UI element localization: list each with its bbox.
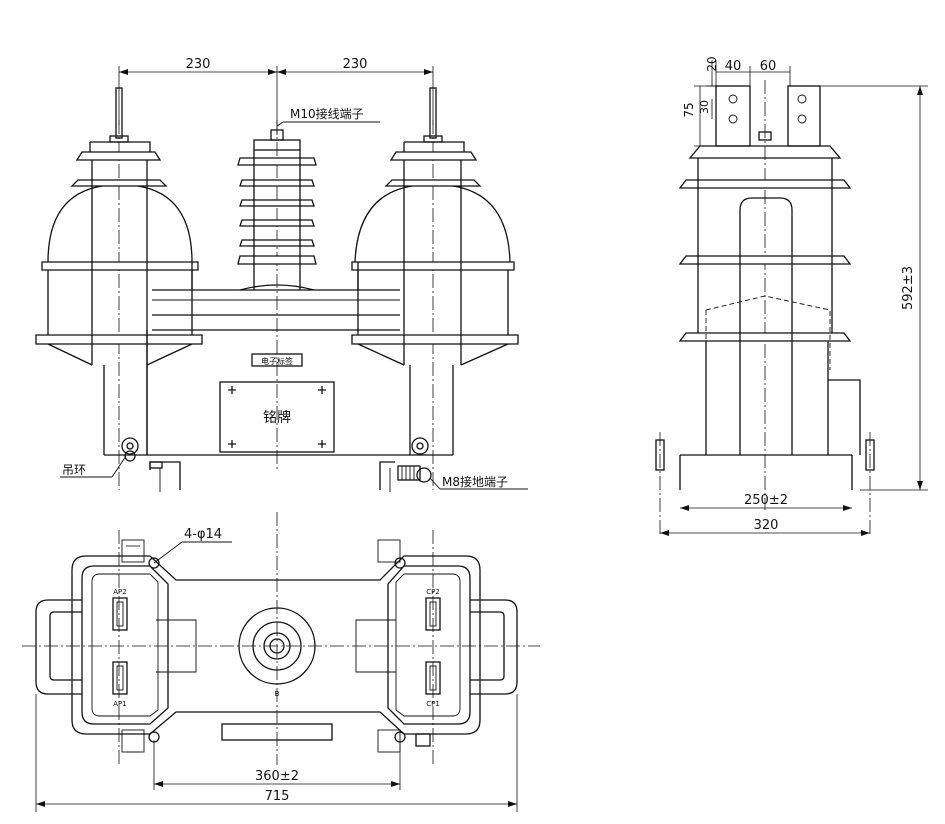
dim-side-20: 20	[705, 56, 719, 71]
electronic-label-text: 电子标签	[261, 356, 293, 366]
dim-side-320: 320	[754, 518, 779, 533]
callout-terminal: M10接线端子	[290, 106, 364, 121]
dim-plan-715: 715	[265, 789, 290, 804]
dim-side-30: 30	[698, 100, 711, 114]
mark-ap2: AP2	[113, 588, 126, 596]
callout-lifting-ring: 吊环	[62, 463, 86, 477]
nameplate-text: 铭牌	[263, 409, 291, 426]
dim-front-left-230: 230	[186, 57, 211, 72]
plan-view: 4-φ14 AP2 AP1 CP2 CP1 B 360±2 715	[22, 512, 540, 812]
mark-cp2: CP2	[426, 588, 440, 596]
dim-front-right-230: 230	[343, 57, 368, 72]
front-view: 230 230	[35, 57, 528, 492]
dim-side-250: 250±2	[744, 493, 788, 508]
callout-ground-terminal: M8接地端子	[442, 474, 508, 489]
dim-side-height: 592±3	[901, 266, 916, 310]
dim-side-60: 60	[760, 59, 777, 74]
dim-side-40: 40	[725, 59, 742, 74]
dim-plan-360: 360±2	[255, 769, 299, 784]
dim-plan-holes: 4-φ14	[184, 527, 222, 542]
side-view: 40 60 20 75 30 592±3	[655, 56, 928, 536]
mark-b: B	[275, 690, 280, 698]
dim-side-75: 75	[682, 102, 696, 117]
mark-ap1: AP1	[113, 700, 126, 708]
mark-cp1: CP1	[426, 700, 440, 708]
